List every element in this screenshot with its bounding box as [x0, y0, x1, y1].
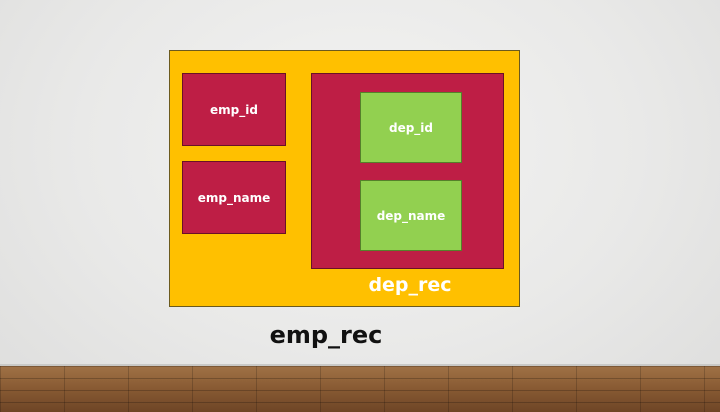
dep-name-field: dep_name [360, 180, 462, 251]
dep-rec-container: dep_id dep_name [311, 73, 504, 269]
dep-id-label: dep_id [388, 120, 434, 135]
emp-id-field: emp_id [182, 73, 286, 146]
emp-rec-container: emp_id emp_name dep_id dep_name dep_rec [169, 50, 520, 307]
dep-name-label: dep_name [376, 208, 446, 223]
emp-rec-caption: emp_rec [269, 321, 383, 349]
wall-floor-edge [0, 364, 720, 367]
wooden-floor [0, 366, 720, 412]
emp-name-field: emp_name [182, 161, 286, 234]
emp-name-label: emp_name [197, 190, 271, 205]
dep-id-field: dep_id [360, 92, 462, 163]
dep-rec-label: dep_rec [368, 274, 452, 296]
emp-id-label: emp_id [210, 102, 258, 117]
